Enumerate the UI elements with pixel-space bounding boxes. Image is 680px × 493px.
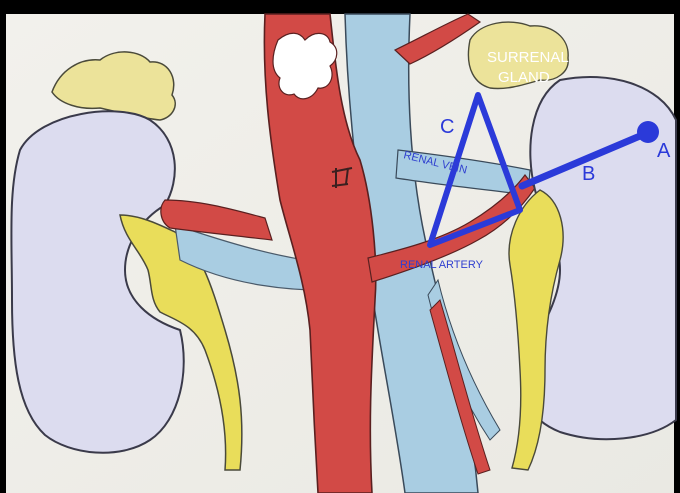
point-c-label: C <box>440 116 454 138</box>
surrenal-label: SURRENAL <box>487 49 569 66</box>
gland-label: GLAND <box>498 69 550 86</box>
renal-artery-label: RENAL ARTERY <box>400 259 484 271</box>
point-a-label: A <box>657 140 671 162</box>
annotation-point-a-marker <box>637 121 659 143</box>
point-b-label: B <box>582 163 595 185</box>
